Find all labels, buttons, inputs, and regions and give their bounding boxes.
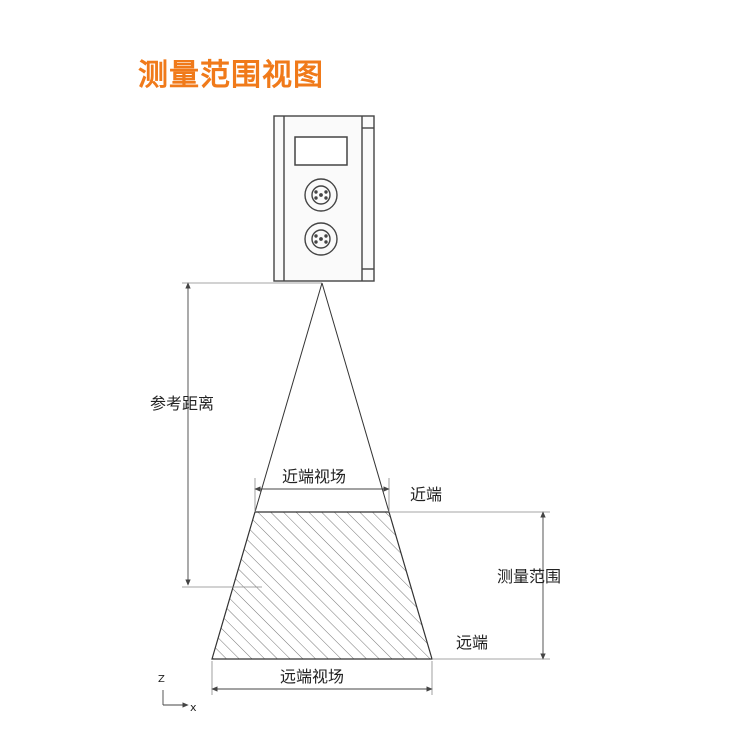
near-fov-label: 近端视场 [282,467,346,486]
near-end-label: 近端 [410,485,442,504]
connector-icon [304,222,338,256]
far-end-label: 远端 [456,633,488,652]
reference-distance-label: 参考距离 [150,394,214,413]
page-title: 测量范围视图 [138,58,324,93]
axis-z-label: Z [158,674,165,685]
far-fov-label: 远端视场 [280,667,344,686]
connector-icon [304,178,338,212]
measuring-area [211,511,433,660]
reference-distance-dimension [182,282,262,588]
beam-cone [254,282,390,513]
sensor-device [273,115,375,282]
far-fov-dimension [211,661,433,695]
display-window [294,136,348,166]
axis-x-label: x [190,701,197,714]
axis-indicator [162,690,189,708]
near-fov-dimension [254,478,390,512]
measuring-range-label: 测量范围 [497,567,561,586]
